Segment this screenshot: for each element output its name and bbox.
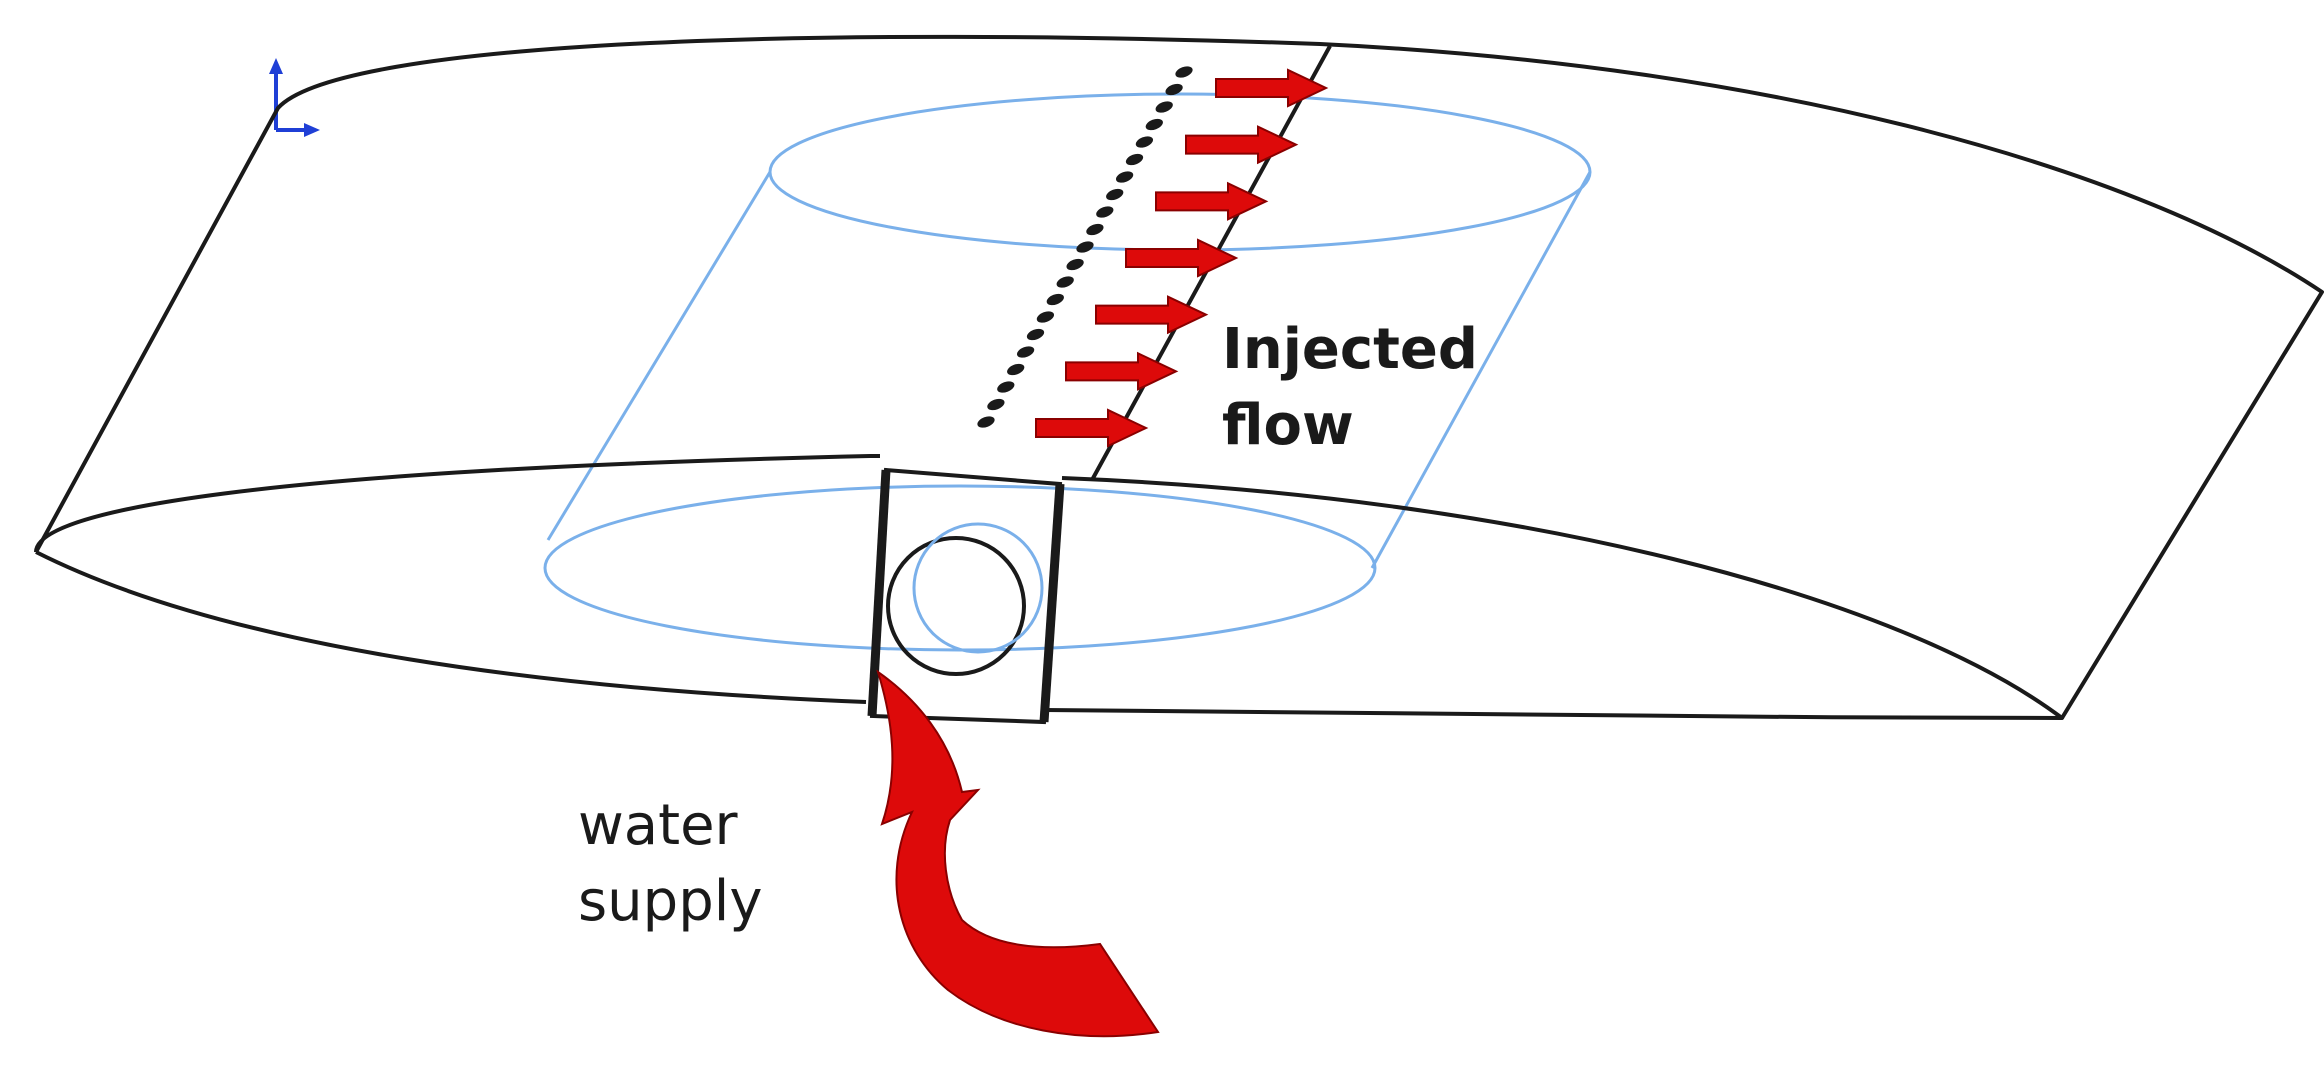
injected-flow-arrow bbox=[1065, 351, 1179, 391]
water-supply-arrow bbox=[876, 669, 1160, 1038]
hydrofoil-body bbox=[34, 34, 2324, 720]
injection-hole bbox=[1026, 328, 1045, 341]
water-supply-label-line1: water bbox=[578, 793, 738, 858]
supply-pipe-inner-circle bbox=[912, 522, 1044, 654]
injection-hole bbox=[1145, 118, 1163, 131]
cylinder-top-ellipse bbox=[768, 92, 1592, 252]
injected-flow-label-line2: flow bbox=[1222, 393, 1354, 458]
cylinder-left-edge bbox=[546, 171, 772, 541]
water-supply-port bbox=[867, 467, 1065, 725]
hydrofoil-top-surface bbox=[34, 34, 2324, 720]
injected-flow-arrows bbox=[1035, 68, 1329, 448]
injected-flow-arrow bbox=[1215, 68, 1329, 108]
cylinder-right-edge bbox=[1370, 171, 1592, 569]
hydrofoil-root-section bbox=[34, 454, 2064, 720]
cylinder-bottom-ellipse bbox=[543, 484, 1377, 652]
water-supply-label-line2: supply bbox=[578, 869, 763, 934]
injection-hole bbox=[1086, 223, 1104, 236]
injected-flow-label: Injected flow bbox=[1222, 312, 1478, 464]
injection-hole bbox=[1165, 83, 1183, 96]
injection-hole bbox=[1135, 136, 1154, 148]
injection-hole bbox=[1066, 258, 1084, 271]
axis-triad-icon bbox=[269, 58, 320, 137]
injection-hole bbox=[1175, 66, 1193, 78]
injection-hole bbox=[1115, 171, 1134, 183]
injection-hole bbox=[1076, 241, 1094, 253]
injected-flow-arrow bbox=[1185, 125, 1299, 165]
injection-hole bbox=[1106, 188, 1124, 201]
injection-hole bbox=[997, 381, 1015, 393]
injection-hole bbox=[977, 416, 995, 428]
injection-hole bbox=[1016, 346, 1035, 358]
injected-flow-arrow bbox=[1095, 295, 1209, 335]
injection-hole bbox=[1125, 153, 1144, 166]
injection-hole bbox=[1007, 363, 1025, 376]
injection-hole bbox=[1046, 293, 1064, 306]
injection-hole bbox=[1096, 206, 1114, 218]
water-supply-label: water supply bbox=[578, 788, 762, 940]
injected-flow-arrow bbox=[1155, 181, 1269, 221]
injected-flow-arrow bbox=[1035, 408, 1149, 448]
injection-hole bbox=[1155, 101, 1173, 113]
supply-pipe-circle bbox=[886, 536, 1026, 676]
injection-hole bbox=[1056, 276, 1074, 288]
injection-hole bbox=[987, 398, 1005, 411]
injected-flow-label-line1: Injected bbox=[1222, 317, 1478, 382]
injected-flow-arrow bbox=[1125, 238, 1239, 278]
injection-holes bbox=[977, 66, 1193, 428]
injection-hole bbox=[1036, 311, 1055, 323]
